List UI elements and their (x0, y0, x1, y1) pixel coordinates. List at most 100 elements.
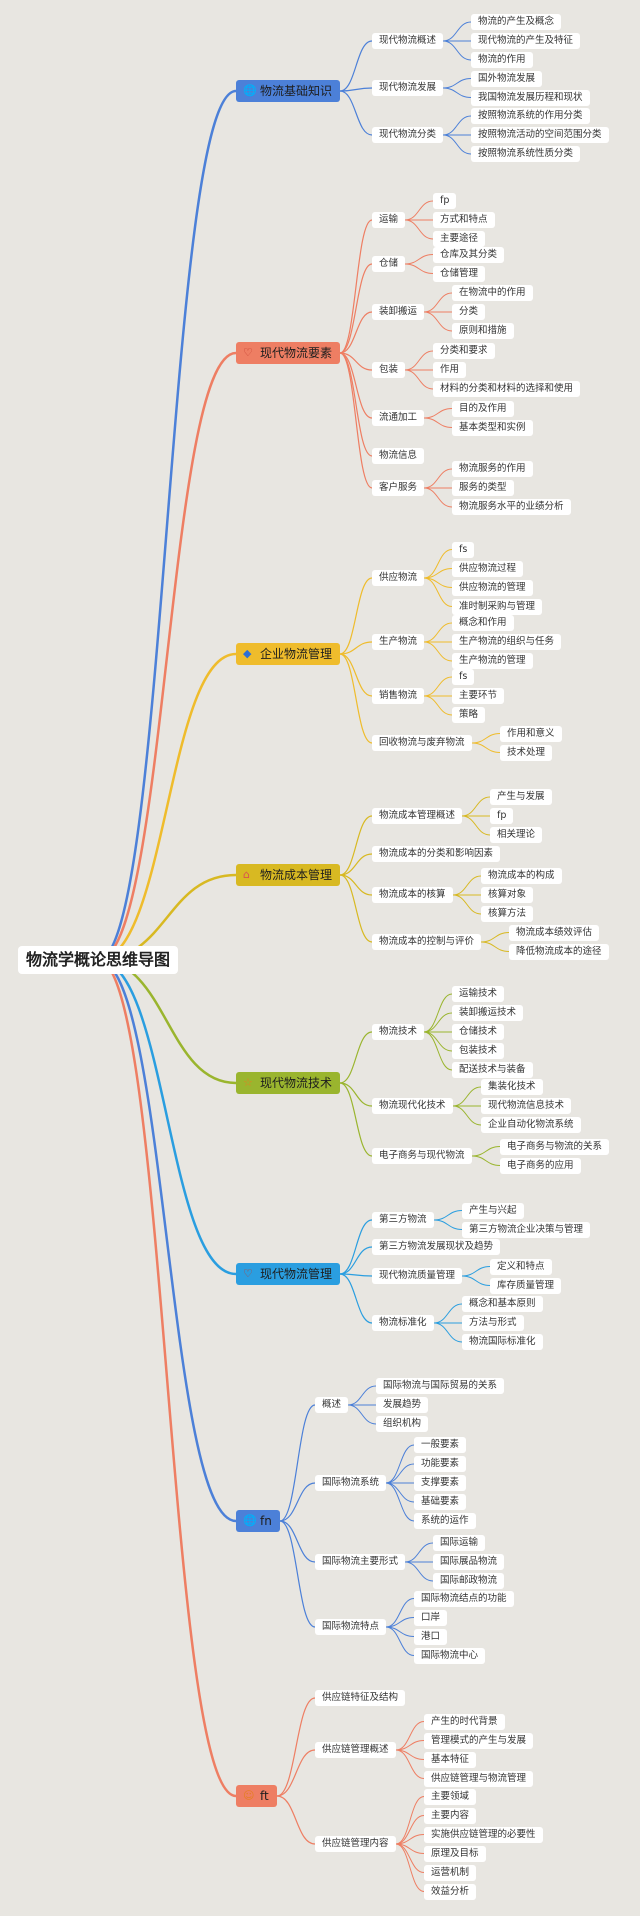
subtopic-物流成本的核算[interactable]: 物流成本的核算 (372, 887, 453, 903)
subtopic-物流技术[interactable]: 物流技术 (372, 1024, 425, 1040)
leaf-配送技术与装备[interactable]: 配送技术与装备 (452, 1062, 533, 1078)
subtopic-物流成本管理概述[interactable]: 物流成本管理概述 (372, 808, 463, 824)
leaf-作用[interactable]: 作用 (433, 362, 467, 378)
leaf-仓库及其分类[interactable]: 仓库及其分类 (433, 246, 505, 263)
leaf-库存质量管理[interactable]: 库存质量管理 (490, 1277, 562, 1294)
subtopic-流通加工[interactable]: 流通加工 (372, 410, 425, 426)
leaf-国际物流结点的功能[interactable]: 国际物流结点的功能 (414, 1590, 514, 1607)
subtopic-国际物流特点[interactable]: 国际物流特点 (315, 1619, 387, 1635)
leaf-电子商务与物流的关系[interactable]: 电子商务与物流的关系 (500, 1138, 610, 1155)
subtopic-国际物流系统[interactable]: 国际物流系统 (315, 1475, 387, 1491)
leaf-产生与兴起[interactable]: 产生与兴起 (462, 1202, 524, 1219)
leaf-策略[interactable]: 策略 (452, 707, 486, 723)
leaf-供应物流的管理[interactable]: 供应物流的管理 (452, 579, 533, 596)
leaf-国际展品物流[interactable]: 国际展品物流 (433, 1554, 505, 1570)
leaf-fs[interactable]: fs (452, 541, 475, 558)
branch-现代物流要素[interactable]: ♡现代物流要素 (236, 342, 341, 364)
leaf-基本特征[interactable]: 基本特征 (424, 1751, 477, 1768)
leaf-主要领域[interactable]: 主要领域 (424, 1788, 477, 1805)
leaf-产生与发展[interactable]: 产生与发展 (490, 789, 552, 805)
leaf-分类[interactable]: 分类 (452, 304, 486, 320)
leaf-产生的时代背景[interactable]: 产生的时代背景 (424, 1713, 505, 1730)
leaf-供应链管理与物流管理[interactable]: 供应链管理与物流管理 (424, 1770, 534, 1787)
leaf-一般要素[interactable]: 一般要素 (414, 1437, 467, 1453)
leaf-主要内容[interactable]: 主要内容 (424, 1807, 477, 1824)
leaf-材料的分类和材料的选择和使用[interactable]: 材料的分类和材料的选择和使用 (433, 381, 581, 397)
leaf-物流成本的构成[interactable]: 物流成本的构成 (481, 868, 562, 884)
leaf-概念和基本原则[interactable]: 概念和基本原则 (462, 1296, 543, 1312)
leaf-分类和要求[interactable]: 分类和要求 (433, 343, 495, 359)
leaf-第三方物流企业决策与管理[interactable]: 第三方物流企业决策与管理 (462, 1221, 591, 1238)
leaf-物流的作用[interactable]: 物流的作用 (471, 52, 533, 68)
leaf-国外物流发展[interactable]: 国外物流发展 (471, 70, 543, 87)
leaf-原理及目标[interactable]: 原理及目标 (424, 1845, 486, 1862)
leaf-仓储技术[interactable]: 仓储技术 (452, 1024, 505, 1040)
subtopic-供应链特征及结构[interactable]: 供应链特征及结构 (315, 1690, 406, 1706)
subtopic-国际物流主要形式[interactable]: 国际物流主要形式 (315, 1554, 406, 1570)
leaf-企业自动化物流系统[interactable]: 企业自动化物流系统 (481, 1117, 581, 1133)
leaf-国际运输[interactable]: 国际运输 (433, 1535, 486, 1551)
subtopic-现代物流发展[interactable]: 现代物流发展 (372, 80, 444, 96)
leaf-口岸[interactable]: 口岸 (414, 1609, 448, 1626)
leaf-我国物流发展历程和现状[interactable]: 我国物流发展历程和现状 (471, 89, 590, 106)
leaf-核算对象[interactable]: 核算对象 (481, 887, 534, 903)
subtopic-生产物流[interactable]: 生产物流 (372, 634, 425, 650)
subtopic-现代物流分类[interactable]: 现代物流分类 (372, 127, 444, 143)
subtopic-包装[interactable]: 包装 (372, 362, 406, 378)
leaf-准时制采购与管理[interactable]: 准时制采购与管理 (452, 598, 543, 615)
subtopic-物流标准化[interactable]: 物流标准化 (372, 1315, 434, 1331)
subtopic-电子商务与现代物流[interactable]: 电子商务与现代物流 (372, 1148, 472, 1164)
leaf-主要环节[interactable]: 主要环节 (452, 688, 505, 704)
leaf-相关理论[interactable]: 相关理论 (490, 827, 543, 843)
leaf-物流国际标准化[interactable]: 物流国际标准化 (462, 1334, 543, 1350)
branch-fn[interactable]: 🌐fn (236, 1510, 280, 1532)
leaf-fp[interactable]: fp (490, 808, 514, 824)
leaf-实施供应链管理的必要性[interactable]: 实施供应链管理的必要性 (424, 1826, 543, 1843)
leaf-在物流中的作用[interactable]: 在物流中的作用 (452, 285, 533, 301)
subtopic-现代物流质量管理[interactable]: 现代物流质量管理 (372, 1268, 463, 1284)
subtopic-物流成本的分类和影响因素[interactable]: 物流成本的分类和影响因素 (372, 846, 501, 862)
leaf-核算方法[interactable]: 核算方法 (481, 906, 534, 922)
subtopic-仓储[interactable]: 仓储 (372, 256, 406, 272)
leaf-原则和措施[interactable]: 原则和措施 (452, 323, 514, 339)
leaf-物流成本绩效评估[interactable]: 物流成本绩效评估 (509, 924, 600, 941)
leaf-方法与形式[interactable]: 方法与形式 (462, 1315, 524, 1331)
subtopic-装卸搬运[interactable]: 装卸搬运 (372, 304, 425, 320)
subtopic-物流成本的控制与评价[interactable]: 物流成本的控制与评价 (372, 934, 482, 950)
subtopic-供应链管理内容[interactable]: 供应链管理内容 (315, 1836, 396, 1852)
leaf-港口[interactable]: 港口 (414, 1628, 448, 1645)
leaf-支撑要素[interactable]: 支撑要素 (414, 1475, 467, 1491)
leaf-国际物流中心[interactable]: 国际物流中心 (414, 1647, 486, 1664)
leaf-系统的运作[interactable]: 系统的运作 (414, 1513, 476, 1529)
leaf-运营机制[interactable]: 运营机制 (424, 1864, 477, 1881)
leaf-包装技术[interactable]: 包装技术 (452, 1043, 505, 1059)
branch-企业物流管理[interactable]: ◆企业物流管理 (236, 643, 341, 665)
leaf-基本类型和实例[interactable]: 基本类型和实例 (452, 419, 533, 436)
leaf-作用和意义[interactable]: 作用和意义 (500, 725, 562, 742)
subtopic-回收物流与废弃物流[interactable]: 回收物流与废弃物流 (372, 735, 472, 751)
leaf-服务的类型[interactable]: 服务的类型 (452, 480, 514, 496)
root-topic[interactable]: 物流学概论思维导图 (18, 946, 179, 974)
subtopic-运输[interactable]: 运输 (372, 212, 406, 228)
leaf-集装化技术[interactable]: 集装化技术 (481, 1079, 543, 1095)
leaf-国际邮政物流[interactable]: 国际邮政物流 (433, 1573, 505, 1589)
leaf-生产物流的组织与任务[interactable]: 生产物流的组织与任务 (452, 634, 562, 650)
leaf-装卸搬运技术[interactable]: 装卸搬运技术 (452, 1005, 524, 1021)
leaf-组织机构[interactable]: 组织机构 (376, 1416, 429, 1432)
leaf-定义和特点[interactable]: 定义和特点 (490, 1258, 552, 1275)
branch-现代物流管理[interactable]: ♡现代物流管理 (236, 1263, 341, 1285)
subtopic-概述[interactable]: 概述 (315, 1397, 349, 1413)
leaf-概念和作用[interactable]: 概念和作用 (452, 615, 514, 631)
leaf-基础要素[interactable]: 基础要素 (414, 1494, 467, 1510)
leaf-fs[interactable]: fs (452, 669, 475, 685)
subtopic-客户服务[interactable]: 客户服务 (372, 480, 425, 496)
leaf-运输技术[interactable]: 运输技术 (452, 986, 505, 1002)
leaf-按照物流系统性质分类[interactable]: 按照物流系统性质分类 (471, 146, 581, 162)
leaf-效益分析[interactable]: 效益分析 (424, 1883, 477, 1900)
subtopic-物流信息[interactable]: 物流信息 (372, 448, 425, 464)
subtopic-第三方物流发展现状及趋势[interactable]: 第三方物流发展现状及趋势 (372, 1239, 501, 1255)
branch-物流基础知识[interactable]: 🌐物流基础知识 (236, 80, 341, 102)
leaf-现代物流的产生及特征[interactable]: 现代物流的产生及特征 (471, 33, 581, 49)
subtopic-物流现代化技术[interactable]: 物流现代化技术 (372, 1098, 453, 1114)
leaf-功能要素[interactable]: 功能要素 (414, 1456, 467, 1472)
